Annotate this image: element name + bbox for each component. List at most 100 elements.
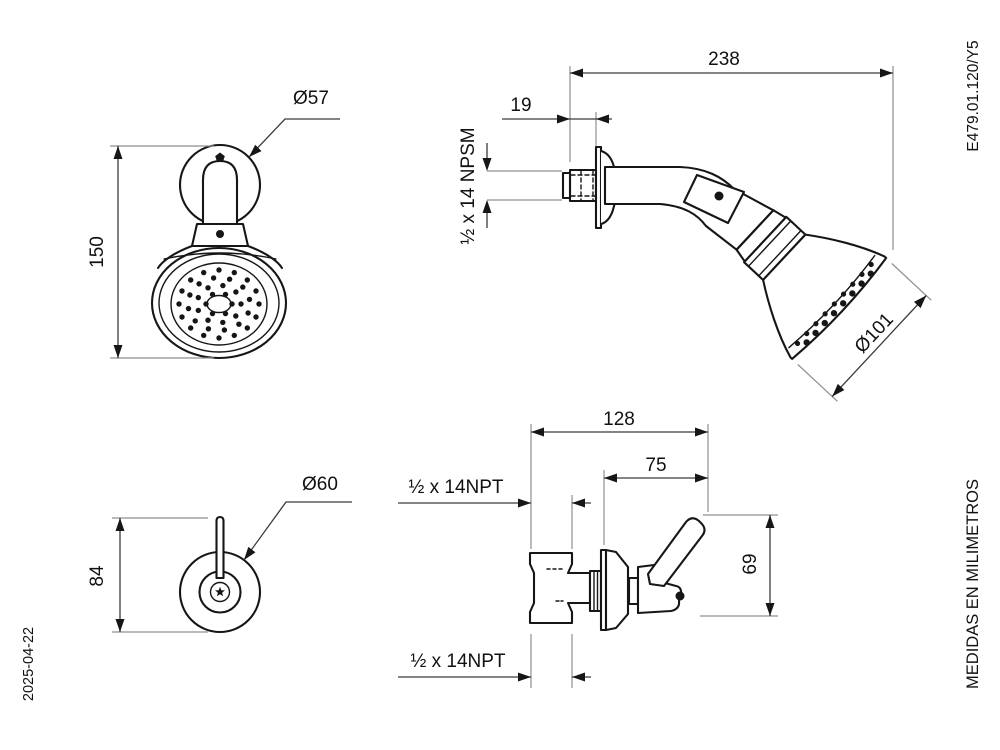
spray-hole [244, 325, 250, 331]
arm-front-silhouette [201, 159, 239, 226]
spray-hole [196, 281, 202, 287]
spray-hole [216, 335, 222, 341]
spray-hole [188, 325, 194, 331]
spray-hole [205, 285, 211, 291]
dim-label-d60: Ø60 [302, 474, 338, 495]
dim-label-84: 84 [87, 565, 108, 587]
spray-hole [176, 301, 182, 307]
arrowhead-icon [482, 200, 492, 213]
index-ring [209, 581, 231, 603]
spray-hole [187, 292, 193, 298]
arrowhead-icon [531, 427, 544, 437]
spray-hole [188, 277, 194, 283]
spray-hole [226, 276, 233, 282]
plate-dot-icon [714, 191, 724, 201]
nozzle-dots [794, 261, 874, 347]
arrowhead-icon [572, 498, 585, 508]
ext-line [891, 263, 932, 301]
arrowhead-icon [115, 619, 125, 632]
arrowhead-icon [113, 345, 123, 358]
index-star-icon [215, 586, 225, 597]
handle-lever-side [646, 517, 706, 588]
spray-hole [179, 288, 185, 294]
dim-label-npt-inlet: ½ x 14NPT [408, 477, 503, 498]
spray-face-center-oval [206, 294, 232, 314]
nipple-end-cap [561, 171, 572, 200]
stem-bushing [588, 569, 603, 613]
title-block: E479.01.120/Y5 MEDIDAS EN MILIMETROS 202… [21, 40, 982, 701]
view-valve-front: 84 Ø60 [87, 474, 352, 634]
collar-screw-icon [216, 230, 224, 238]
spray-hole [233, 289, 239, 295]
head-rim-outer [150, 246, 288, 360]
spray-hole [205, 317, 211, 323]
spray-hole [253, 288, 259, 294]
valve-body [528, 551, 592, 625]
spray-face-outline [170, 262, 268, 346]
arrowhead-icon [604, 473, 617, 483]
spray-hole [216, 267, 222, 273]
arrowhead-icon [765, 515, 775, 528]
spray-hole [201, 269, 207, 276]
arrowhead-icon [249, 144, 262, 157]
spray-hole [179, 314, 185, 320]
arrowhead-icon [832, 383, 845, 397]
spray-hole [244, 277, 250, 283]
spray-hole [240, 284, 246, 290]
nut-band-line [747, 220, 792, 268]
arrowhead-icon [570, 68, 583, 78]
body-thread-marks [546, 568, 564, 602]
arrowhead-icon [695, 473, 708, 483]
arrowhead-icon [518, 498, 531, 508]
ext-line [797, 364, 838, 402]
spray-hole [245, 310, 251, 316]
arrowhead-icon [244, 546, 256, 560]
units-note-label: MEDIDAS EN MILIMETROS [964, 479, 982, 689]
spray-hole [195, 307, 201, 314]
view-valve-side: 128 75 ½ x 14NPT 69 ½ x 14NPT [398, 409, 778, 688]
arrowhead-icon [113, 146, 123, 159]
leader-line-d57 [248, 118, 340, 158]
spray-hole [231, 332, 237, 339]
bell-flare-left [156, 244, 194, 270]
spray-hole [192, 318, 198, 324]
shower-head-assembly [735, 209, 888, 360]
spray-hole [210, 275, 217, 281]
arrowhead-icon [518, 672, 531, 682]
arrowhead-icon [695, 427, 708, 437]
spray-hole [246, 296, 253, 303]
spray-hole [231, 269, 237, 276]
spray-hole [233, 313, 239, 319]
dim-line-d101 [831, 295, 927, 397]
nut-band-line [758, 229, 802, 277]
handle-lever-front [215, 515, 225, 580]
spray-hole [238, 301, 244, 307]
spray-hole [221, 327, 228, 333]
escutcheon-cone-side [604, 548, 630, 632]
arrowhead-icon [572, 672, 585, 682]
spray-hole [253, 314, 259, 320]
escutcheon-plate [594, 145, 603, 230]
arrowhead-icon [765, 603, 775, 616]
dim-label-npsm-thread: ½ x 14 NPSM [458, 127, 479, 244]
hub-index-dot [675, 591, 685, 601]
arrowhead-icon [880, 68, 893, 78]
dim-label-69: 69 [740, 553, 761, 574]
leader-line-d60 [243, 501, 352, 561]
spray-hole [236, 321, 242, 327]
flange-screw-icon [215, 152, 225, 162]
dim-label-diameter-57: Ø57 [293, 88, 329, 109]
arm-label-plate [682, 173, 746, 225]
spray-hole [256, 301, 262, 307]
spray-hole [205, 326, 212, 332]
arrowhead-icon [596, 114, 609, 124]
dim-label-19: 19 [510, 95, 531, 116]
view-shower-head-side: 238 19 ½ x 14 NPSM Ø101 [458, 49, 932, 402]
spray-holes [176, 267, 262, 341]
head-rim-inner [158, 253, 280, 353]
hub-neck [627, 576, 640, 606]
dim-label-npt-outlet: ½ x 14NPT [410, 651, 505, 672]
spray-hole [220, 319, 226, 326]
